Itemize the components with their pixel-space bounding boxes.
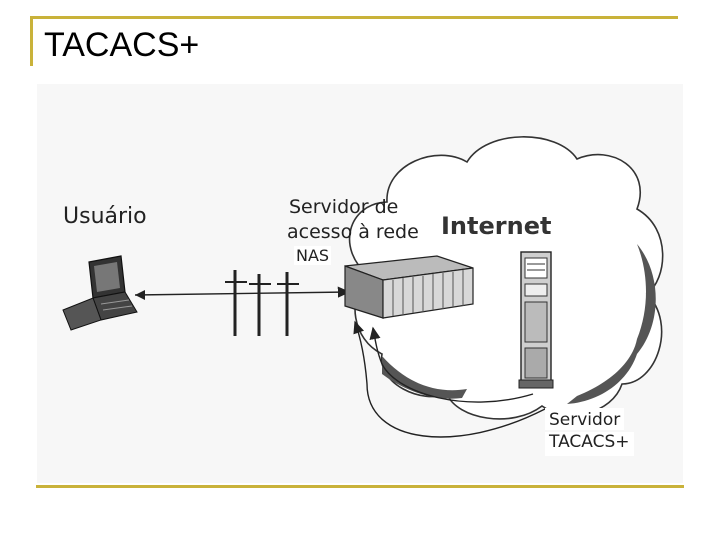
tacacs-network-diagram: Usuário Servidor de acesso à rede NAS In…: [37, 84, 683, 483]
nas-label-line2: acesso à rede: [287, 221, 419, 243]
nas-label-line1: Servidor de: [289, 196, 399, 218]
title-rule-left: [30, 16, 33, 66]
tower-server-icon: [518, 251, 554, 389]
server-label-line2: TACACS+: [545, 432, 634, 456]
server-to-nas-arrow-outer: [353, 320, 546, 438]
laptop-icon: [62, 255, 138, 331]
access-server-rack-icon: [344, 255, 474, 319]
link-arrow-left: [135, 290, 145, 300]
footer-rule: [36, 485, 684, 488]
user-to-nas-link: [134, 286, 351, 298]
telephone-pole-icon: [225, 270, 299, 336]
slide-title: TACACS+: [44, 26, 200, 64]
internet-label: Internet: [441, 212, 552, 240]
diagram-drawing: [62, 136, 664, 438]
user-label: Usuário: [63, 204, 147, 229]
cloud-shadow: [567, 244, 656, 404]
nas-abbrev-label: NAS: [294, 246, 332, 265]
title-rule-top: [30, 16, 678, 19]
server-label-line1: Servidor: [545, 408, 625, 430]
cloud-shadow-lower: [382, 356, 467, 399]
server-to-nas-arrow-inner: [369, 326, 534, 403]
